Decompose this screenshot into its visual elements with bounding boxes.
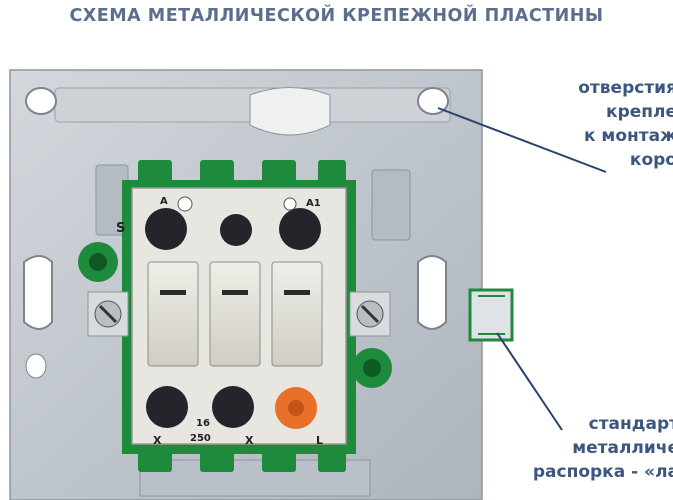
pointer-mounting-holes — [437, 107, 607, 173]
callout-line: отверстия — [578, 78, 673, 98]
pointer-strut — [496, 332, 563, 431]
callout-mounting-holes: отверстия крепле к монтаж коро — [578, 76, 673, 172]
callout-line: стандарт — [588, 414, 673, 434]
screw-hole-top — [177, 196, 193, 212]
mark-rating-bottom: 250 — [190, 433, 211, 444]
callout-line: к монтаж — [583, 126, 673, 146]
terminal-bottom-left — [146, 386, 188, 428]
callout-line: крепле — [606, 102, 673, 122]
mark-bottom-center: X — [245, 434, 254, 447]
diagram-title: СХЕМА МЕТАЛЛИЧЕСКОЙ КРЕПЕЖНОЙ ПЛАСТИНЫ — [69, 6, 604, 26]
spacer-strut — [468, 288, 514, 342]
mark-bottom-right: L — [316, 434, 323, 447]
mark-side: S — [116, 221, 125, 236]
callout-pointers — [437, 107, 607, 431]
switch-key-1 — [147, 261, 199, 367]
terminal-top-left — [145, 208, 187, 250]
mounting-slot-left — [23, 255, 53, 330]
callout-line: распорка - «ла — [532, 462, 673, 482]
switch-keys — [147, 261, 323, 367]
switch-key-2 — [209, 261, 261, 367]
side-clamps — [78, 242, 392, 388]
mounting-slot-right — [417, 255, 447, 330]
mark-top-right: A1 — [306, 198, 321, 209]
mark-top-left: A — [160, 196, 168, 207]
callout-line: коро — [629, 150, 673, 170]
mounting-holes — [23, 87, 449, 379]
callout-standard-strut: стандарт металличе распорка - «ла — [533, 412, 673, 484]
terminal-markings: A A1 S X X L 16 250 — [116, 196, 323, 447]
terminal-top-right — [279, 208, 321, 250]
mark-rating-top: 16 — [196, 418, 210, 429]
terminal-bottom-center — [212, 386, 254, 428]
switch-key-3 — [271, 261, 323, 367]
terminal-top-center — [220, 214, 252, 246]
callout-line: металличе — [572, 438, 673, 458]
mark-bottom-left: X — [153, 434, 162, 447]
mounting-hole-top-left — [25, 87, 57, 115]
mounting-hole-top-right — [417, 87, 449, 115]
